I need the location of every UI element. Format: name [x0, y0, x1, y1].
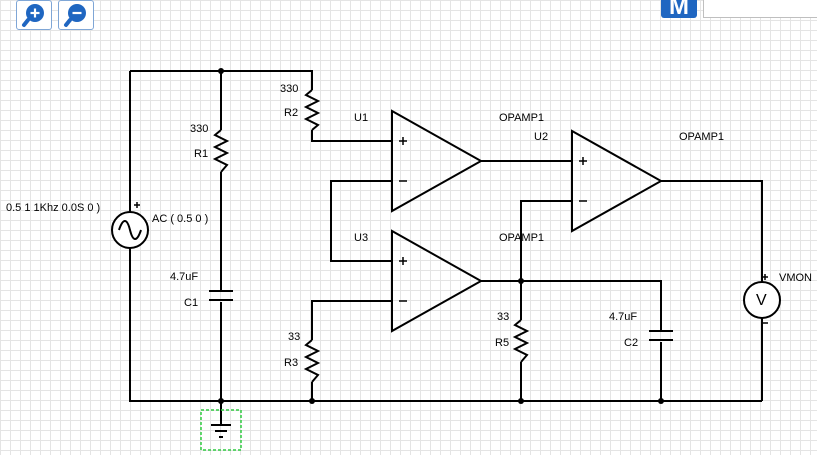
wire-r3-u3 — [311, 300, 392, 340]
search-input[interactable] — [703, 0, 817, 18]
c2-value: 4.7uF — [609, 311, 637, 323]
opamp-u3 — [391, 229, 484, 333]
voltmeter-vmon — [743, 281, 781, 319]
r3-value: 33 — [288, 331, 300, 343]
resistor-r3 — [303, 339, 321, 383]
resistor-r2 — [303, 89, 321, 131]
r2-value: 330 — [280, 83, 298, 95]
ground-icon — [211, 424, 231, 438]
vmon-ref: VMON — [779, 272, 812, 284]
u2-ref: U2 — [534, 131, 548, 143]
junction-u3-out — [518, 278, 524, 284]
r1-ref: R1 — [194, 148, 208, 160]
junction-top — [218, 68, 224, 74]
opamp-u2 — [571, 129, 664, 233]
zoom-in-button[interactable] — [16, 0, 52, 30]
capacitor-c2 — [649, 330, 673, 341]
u1-ref: U1 — [354, 112, 368, 124]
wire-top — [130, 70, 313, 90]
app-logo: M — [661, 0, 697, 20]
r1-value: 330 — [190, 123, 208, 135]
junction-gnd-r3 — [309, 398, 315, 404]
resistor-r5 — [512, 319, 530, 363]
r3-ref: R3 — [284, 357, 298, 369]
c2-ref: C2 — [624, 337, 638, 349]
u3-ref: U3 — [354, 232, 368, 244]
u1-model: OPAMP1 — [499, 112, 544, 124]
wire-left-bottom — [129, 248, 762, 402]
u2-model: OPAMP1 — [679, 131, 724, 143]
c1-value: 4.7uF — [170, 271, 198, 283]
r5-value: 33 — [497, 311, 509, 323]
source-ac: AC ( 0.5 0 ) — [152, 213, 208, 225]
ground-selection-box[interactable] — [200, 409, 242, 451]
junction-gnd-c1 — [218, 398, 224, 404]
r2-ref: R2 — [284, 107, 298, 119]
vmon-symbol: V — [756, 292, 767, 309]
capacitor-c1 — [209, 290, 233, 301]
u3-model: OPAMP1 — [499, 232, 544, 244]
wire-u3-out — [481, 280, 662, 330]
junction-gnd-c2 — [658, 398, 664, 404]
wire-u2-out — [661, 180, 763, 282]
wire-u2-neg — [520, 200, 572, 281]
zoom-out-icon — [63, 2, 89, 28]
junction-gnd-r5 — [518, 398, 524, 404]
zoom-in-icon — [21, 2, 47, 28]
resistor-r1 — [212, 129, 230, 173]
opamp-u1 — [391, 109, 484, 213]
logo-letter: M — [669, 0, 689, 20]
source-spec: 0.5 1 1Khz 0.0S 0 ) — [6, 202, 100, 214]
r5-ref: R5 — [495, 337, 509, 349]
c1-ref: C1 — [184, 297, 198, 309]
wire-u1-u3-fb — [330, 180, 392, 262]
wire-r2-u1 — [311, 130, 392, 142]
zoom-out-button[interactable] — [58, 0, 94, 30]
sine-icon — [118, 220, 142, 240]
